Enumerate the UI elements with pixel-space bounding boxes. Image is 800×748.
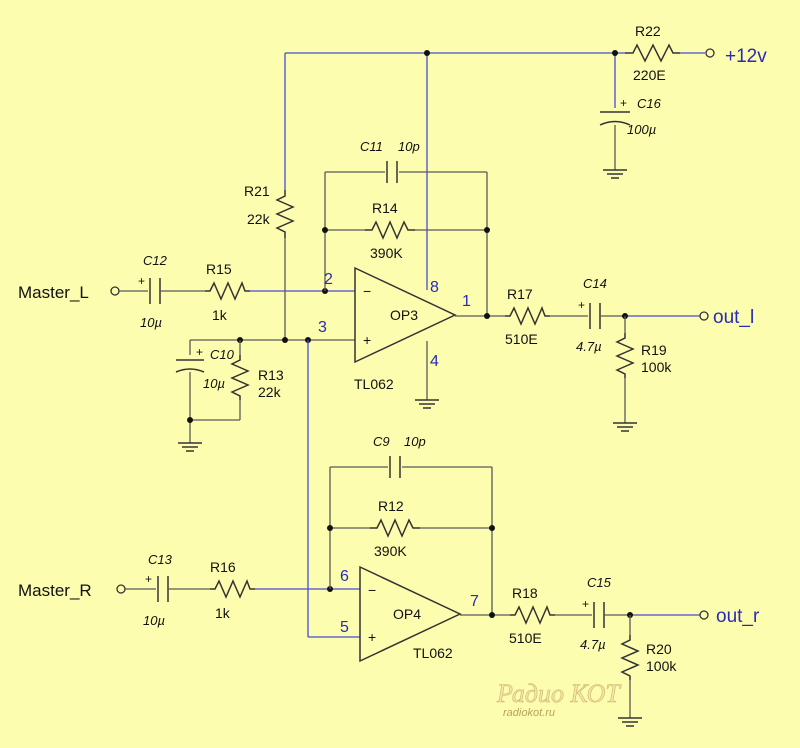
capacitor-c11	[386, 161, 398, 183]
ground-left	[178, 442, 202, 452]
c11-name: C11	[360, 139, 383, 154]
pin-4: 4	[430, 353, 439, 370]
op4-name: OP4	[393, 606, 421, 622]
r19-value: 100k	[641, 359, 672, 375]
c10-name: C10	[210, 347, 235, 362]
watermark-title: Радио КОТ	[496, 679, 621, 708]
r18-value: 510E	[509, 630, 542, 646]
c15-polarity: +	[582, 597, 589, 611]
c11-value: 10p	[398, 139, 420, 154]
r12-value: 390K	[374, 543, 407, 559]
r14-value: 390K	[370, 245, 403, 261]
c13-polarity: +	[145, 572, 152, 586]
pin-3: 3	[318, 319, 327, 336]
c10-value: 10µ	[203, 376, 225, 391]
c15-value: 4.7µ	[580, 637, 606, 652]
resistor-r19	[615, 333, 635, 378]
r18-name: R18	[512, 585, 538, 601]
c13-name: C13	[148, 552, 173, 567]
r13-value: 22k	[258, 384, 282, 400]
c9-value: 10p	[404, 434, 426, 449]
r19-name: R19	[641, 342, 667, 358]
capacitor-c13	[157, 576, 169, 602]
r16-value: 1k	[215, 605, 231, 621]
net-out-l: out_l	[713, 307, 754, 328]
net-master-l: Master_L	[18, 283, 89, 302]
resistor-r17	[505, 306, 550, 326]
out-l-terminal	[699, 311, 709, 321]
c14-name: C14	[583, 276, 607, 291]
r17-name: R17	[507, 286, 533, 302]
resistor-r13	[230, 355, 250, 400]
op3-part: TL062	[354, 376, 394, 392]
net-master-r: Master_R	[18, 581, 92, 600]
op4-part: TL062	[413, 645, 453, 661]
ground-out-l	[613, 422, 637, 432]
r15-value: 1k	[212, 307, 228, 323]
resistor-r22	[625, 43, 680, 63]
r21-name: R21	[244, 183, 270, 199]
resistor-r12	[370, 518, 420, 538]
c16-name: C16	[637, 96, 662, 111]
r13-name: R13	[258, 367, 284, 383]
supply-terminal	[705, 48, 715, 58]
resistor-r16	[210, 579, 255, 599]
resistor-r18	[510, 605, 555, 625]
net-supply: +12v	[725, 46, 767, 67]
op3-name: OP3	[390, 307, 418, 323]
c13-value: 10µ	[143, 613, 165, 628]
c12-value: 10µ	[140, 315, 162, 330]
op3-minus: −	[363, 283, 371, 299]
r15-name: R15	[206, 261, 232, 277]
pin-1: 1	[462, 293, 471, 310]
resistor-r15	[205, 281, 250, 301]
ground-out-r	[618, 717, 642, 727]
r20-value: 100k	[646, 658, 677, 674]
c15-name: C15	[587, 575, 612, 590]
c14-value: 4.7µ	[576, 339, 602, 354]
capacitor-c14	[589, 303, 601, 329]
capacitor-c16	[599, 111, 631, 179]
pin-8: 8	[430, 279, 439, 296]
resistor-r14	[365, 220, 415, 240]
out-r-terminal	[699, 610, 709, 620]
pin-7: 7	[470, 593, 479, 610]
ground-op3	[415, 399, 439, 409]
pin-6: 6	[340, 568, 349, 585]
c9-name: C9	[373, 434, 390, 449]
pin-2: 2	[324, 271, 333, 288]
master-l-terminal	[110, 286, 120, 296]
capacitor-c9	[389, 456, 401, 478]
net-out-r: out_r	[716, 606, 760, 627]
capacitor-c10	[175, 359, 205, 373]
op4-plus: +	[368, 629, 376, 645]
r20-name: R20	[646, 641, 672, 657]
r14-name: R14	[372, 200, 398, 216]
op4-minus: −	[368, 582, 376, 598]
c16-value: 100µ	[627, 122, 656, 137]
c16-polarity: +	[620, 96, 627, 110]
r16-name: R16	[210, 559, 236, 575]
r17-value: 510E	[505, 331, 538, 347]
r21-value: 22k	[247, 211, 271, 227]
watermark-url: radiokot.ru	[503, 707, 555, 719]
r22-value: 220E	[633, 67, 666, 83]
resistor-r21	[275, 190, 295, 238]
op3-plus: +	[363, 332, 371, 348]
c10-polarity: +	[196, 345, 203, 359]
c14-polarity: +	[578, 298, 585, 312]
pin-5: 5	[340, 619, 349, 636]
resistor-r20	[620, 635, 640, 680]
capacitor-c15	[593, 602, 605, 628]
r22-name: R22	[635, 23, 661, 39]
opamp-op3	[354, 266, 457, 364]
c12-name: C12	[143, 253, 168, 268]
capacitor-c12	[149, 278, 161, 304]
opamp-op4	[359, 565, 462, 663]
master-r-terminal	[116, 584, 126, 594]
c12-polarity: +	[138, 274, 145, 288]
r12-name: R12	[378, 498, 404, 514]
